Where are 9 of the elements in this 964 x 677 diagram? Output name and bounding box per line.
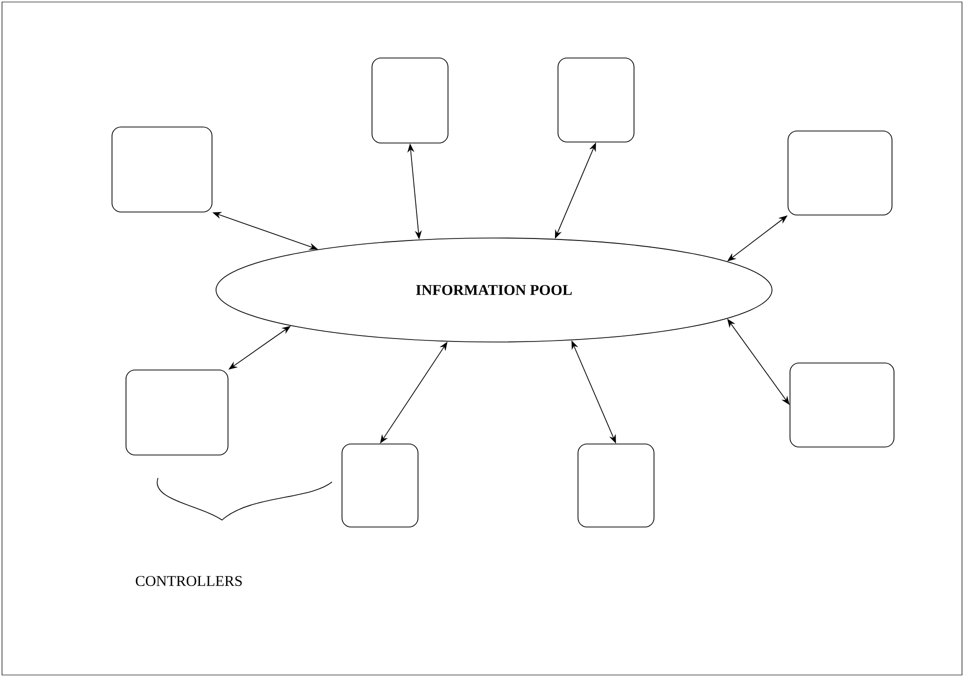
label: CONTROLLERS [136, 576, 242, 586]
controller-box [342, 444, 418, 528]
controller-box [112, 126, 212, 212]
controller-box [126, 370, 228, 456]
controller-box [578, 444, 654, 528]
controller-box [790, 362, 894, 448]
controller-box [788, 130, 892, 216]
controller-box [558, 58, 634, 142]
controller-box [372, 58, 448, 144]
